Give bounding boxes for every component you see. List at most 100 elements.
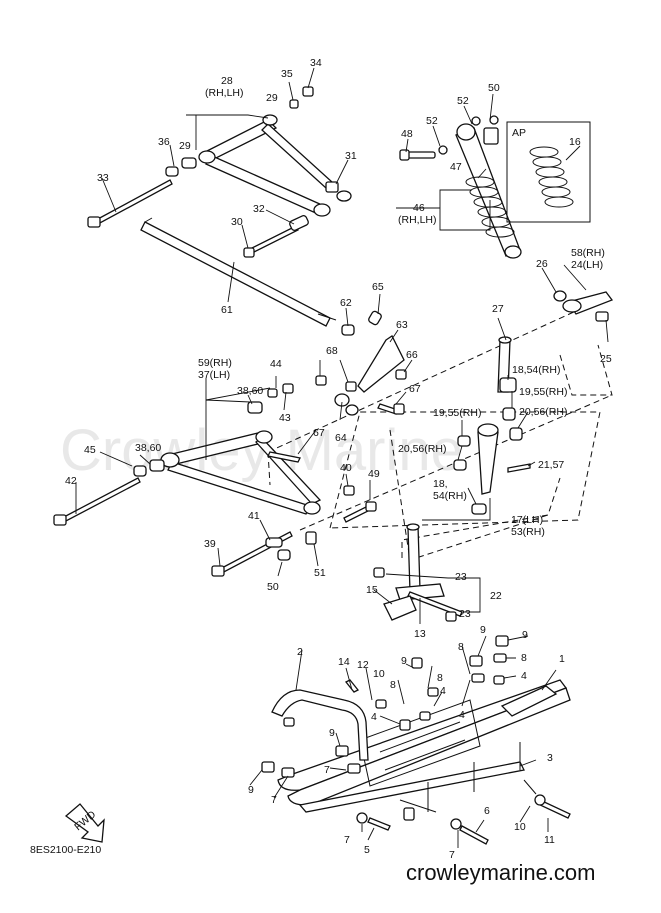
callout-46: 46 [413, 202, 425, 214]
shock-absorber [399, 115, 522, 259]
callout-8: 8 [437, 672, 443, 684]
callout-8: 8 [521, 652, 527, 664]
callout-29: 29 [179, 140, 191, 152]
callout-59: 59(RH) [198, 357, 232, 369]
callout-53: 53(RH) [511, 526, 545, 538]
callout-38-60: 38,60 [237, 385, 263, 397]
callout-23: 23 [459, 608, 471, 620]
callout-42: 42 [65, 475, 77, 487]
callout-10: 10 [373, 668, 385, 680]
callout-9: 9 [522, 629, 528, 641]
callout-66: 66 [406, 349, 418, 361]
fwd-arrow-icon: FWD [64, 803, 105, 843]
callout-35: 35 [281, 68, 293, 80]
callout-47: 47 [450, 161, 462, 173]
callout-9: 9 [401, 655, 407, 667]
leader-lines [75, 67, 609, 848]
stabilizer-links [267, 335, 407, 463]
shaft-61 [140, 217, 382, 336]
callout-23: 23 [455, 571, 467, 583]
callout-25: 25 [600, 353, 612, 365]
callout-40: 40 [340, 462, 352, 474]
callout-52: 52 [457, 95, 469, 107]
callout-10: 10 [514, 821, 526, 833]
callout-67: 67 [409, 383, 421, 395]
callout-68: 68 [326, 345, 338, 357]
callout-24: 24(LH) [571, 259, 603, 271]
callout-16: 16 [569, 136, 581, 148]
callout-67: 67 [313, 427, 325, 439]
callout-13: 13 [414, 628, 426, 640]
callout-50: 50 [488, 82, 500, 94]
callout-3: 3 [547, 752, 553, 764]
callout-27: 27 [492, 303, 504, 315]
callout-52b: 52 [426, 115, 438, 127]
callout-18-54: 18,54(RH) [512, 364, 560, 376]
callout-44: 44 [270, 358, 282, 370]
callout-45: 45 [84, 444, 96, 456]
upper-a-arm [87, 86, 352, 258]
callout-20-56: 20,56(RH) [519, 406, 567, 418]
callout-26: 26 [536, 258, 548, 270]
callout-31: 31 [345, 150, 357, 162]
callout-36: 36 [158, 136, 170, 148]
callout-17: 17(LH) [511, 514, 543, 526]
callout-32: 32 [253, 203, 265, 215]
callout-1: 1 [559, 653, 565, 665]
callout-49: 49 [368, 468, 380, 480]
callout-28: 28 [221, 75, 233, 87]
callout-46-side: (RH,LH) [398, 214, 437, 226]
callout-43: 43 [279, 412, 291, 424]
callout-64: 64 [335, 432, 347, 444]
callout-4: 4 [521, 670, 527, 682]
callout-labels: 28 (RH,LH) 29 29 35 34 36 33 31 32 30 61… [65, 57, 612, 861]
callout-8: 8 [390, 679, 396, 691]
callout-50: 50 [267, 581, 279, 593]
callout-9: 9 [248, 784, 254, 796]
diagram-code: 8ES2100-E210 [30, 844, 101, 856]
callout-63: 63 [396, 319, 408, 331]
callout-37: 37(LH) [198, 369, 230, 381]
callout-48: 48 [401, 128, 413, 140]
callout-22: 22 [490, 590, 502, 602]
callout-39: 39 [204, 538, 216, 550]
callout-7: 7 [449, 849, 455, 861]
callout-51: 51 [314, 567, 326, 579]
callout-12: 12 [357, 659, 369, 671]
callout-2: 2 [297, 646, 303, 658]
callout-19-55: 19,55(RH) [519, 386, 567, 398]
callout-18: 18, [433, 478, 448, 490]
callout-65: 65 [372, 281, 384, 293]
callout-5: 5 [364, 844, 370, 856]
callout-4: 4 [440, 685, 446, 697]
callout-30: 30 [231, 216, 243, 228]
lower-a-arm [53, 383, 377, 577]
callout-15: 15 [366, 584, 378, 596]
callout-34: 34 [310, 57, 322, 69]
callout-41: 41 [248, 510, 260, 522]
callout-11: 11 [544, 834, 555, 846]
callout-28-side: (RH,LH) [205, 87, 244, 99]
callout-58: 58(RH) [571, 247, 605, 259]
ap-label: AP [512, 127, 526, 139]
site-footer: crowleymarine.com [406, 860, 596, 885]
callout-21-57: 21,57 [538, 459, 564, 471]
ski [261, 635, 571, 845]
callout-4: 4 [459, 709, 465, 721]
callout-62: 62 [340, 297, 352, 309]
steering-arm [553, 290, 614, 322]
callout-4: 4 [371, 711, 377, 723]
ap-box: AP [506, 121, 591, 223]
callout-7: 7 [344, 834, 350, 846]
callout-29: 29 [266, 92, 278, 104]
callout-54: 54(RH) [433, 490, 467, 502]
watermark: Crowley Marine [60, 418, 463, 483]
callout-38-60: 38,60 [135, 442, 161, 454]
callout-33: 33 [97, 172, 109, 184]
callout-20-56: 20,56(RH) [398, 443, 446, 455]
callout-19-55: 19,55(RH) [433, 407, 481, 419]
callout-61: 61 [221, 304, 233, 316]
callout-9: 9 [480, 624, 486, 636]
callout-6: 6 [484, 805, 490, 817]
